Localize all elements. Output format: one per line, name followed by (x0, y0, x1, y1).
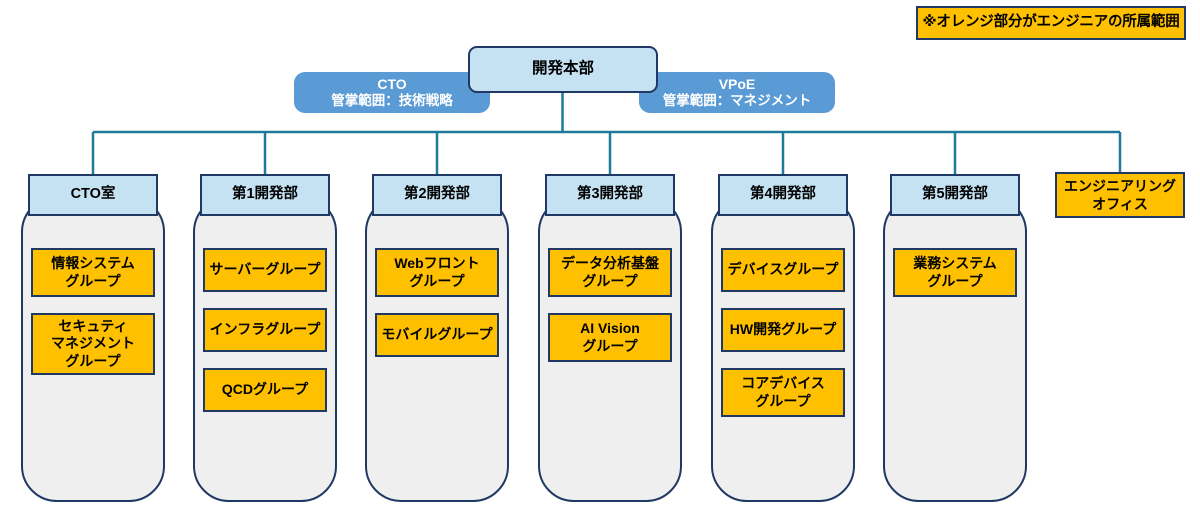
department-name: 第3開発部 (576, 186, 644, 203)
group-box[interactable]: 情報システムグループ (31, 248, 155, 297)
role-bar-vpoe[interactable]: VPoE 管掌範囲：マネジメント (639, 72, 835, 113)
role-title-cto: CTO (377, 76, 407, 93)
group-label: インフラグループ (209, 321, 321, 338)
group-label: データ分析基盤グループ (561, 255, 659, 289)
group-label: デバイスグループ (727, 261, 839, 278)
department-header[interactable]: エンジニアリングオフィス (1055, 172, 1185, 218)
group-label: セキュティマネジメントグループ (51, 317, 135, 369)
group-label: モバイルグループ (381, 326, 493, 343)
group-box[interactable]: 業務システムグループ (893, 248, 1017, 297)
department-container (883, 196, 1027, 502)
legend-note: ※オレンジ部分がエンジニアの所属範囲 (916, 6, 1186, 40)
group-box[interactable]: デバイスグループ (721, 248, 845, 292)
department-name: CTO室 (70, 186, 116, 203)
group-label: QCDグループ (221, 381, 309, 398)
role-title-vpoe: VPoE (718, 76, 756, 93)
group-label: サーバーグループ (209, 261, 321, 278)
group-label: Webフロントグループ (394, 255, 480, 289)
department-header[interactable]: 第5開発部 (890, 174, 1020, 216)
group-box[interactable]: データ分析基盤グループ (548, 248, 672, 297)
department-name: 第5開発部 (921, 186, 989, 203)
group-label: コアデバイスグループ (741, 375, 825, 409)
role-bar-cto[interactable]: CTO 管掌範囲：技術戦略 (294, 72, 490, 113)
group-box[interactable]: モバイルグループ (375, 313, 499, 357)
department-header[interactable]: 第1開発部 (200, 174, 330, 216)
department-header[interactable]: 第3開発部 (545, 174, 675, 216)
group-box[interactable]: コアデバイスグループ (721, 368, 845, 417)
department-name: 第1開発部 (231, 186, 299, 203)
department-header[interactable]: 第4開発部 (718, 174, 848, 216)
group-label: 業務システムグループ (913, 255, 997, 289)
department-name: エンジニアリングオフィス (1064, 177, 1176, 212)
role-scope-vpoe: 管掌範囲：マネジメント (662, 92, 812, 108)
group-box[interactable]: サーバーグループ (203, 248, 327, 292)
group-box[interactable]: QCDグループ (203, 368, 327, 412)
group-box[interactable]: Webフロントグループ (375, 248, 499, 297)
department-header[interactable]: 第2開発部 (372, 174, 502, 216)
group-box[interactable]: HW開発グループ (721, 308, 845, 352)
department-name: 第2開発部 (403, 186, 471, 203)
group-label: 情報システムグループ (51, 255, 135, 289)
group-label: HW開発グループ (729, 321, 837, 338)
group-box[interactable]: インフラグループ (203, 308, 327, 352)
department-name: 第4開発部 (749, 186, 817, 203)
group-box[interactable]: セキュティマネジメントグループ (31, 313, 155, 375)
role-scope-cto: 管掌範囲：技術戦略 (331, 92, 453, 108)
root-node-development-hq[interactable]: 開発本部 (468, 46, 658, 93)
department-header[interactable]: CTO室 (28, 174, 158, 216)
